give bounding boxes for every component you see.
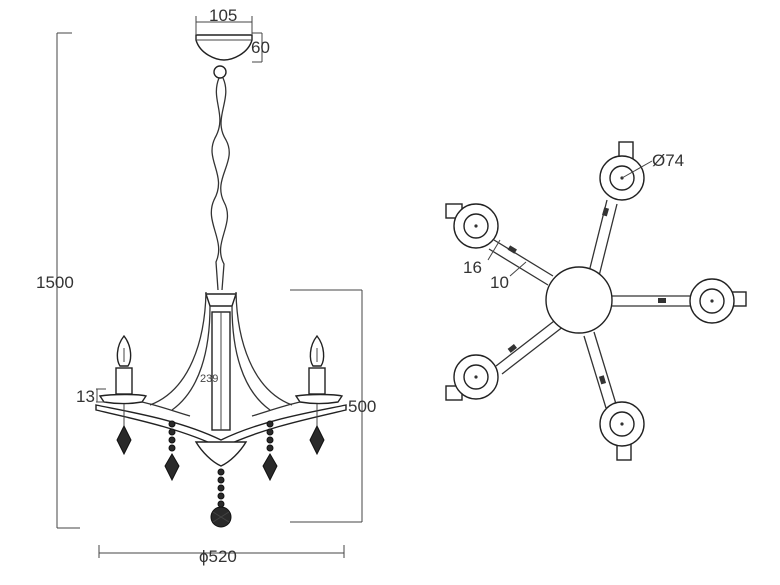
crystal-drops xyxy=(116,404,325,528)
plan-cup-right xyxy=(689,278,747,324)
top-plan-view: Ø74 16 10 xyxy=(445,141,747,461)
candle-left xyxy=(115,334,133,395)
plan-arm-bottom-left xyxy=(495,317,565,375)
canopy-height-dimension: 60 xyxy=(251,32,270,63)
cup-height-label: 13 xyxy=(76,387,95,406)
canopy-width-label: 105 xyxy=(209,6,237,25)
arm-thickness-label: 10 xyxy=(490,273,509,292)
side-elevation-view: 105 60 1500 xyxy=(36,6,376,566)
plan-arm-top xyxy=(587,199,618,281)
cup-height-dimension: 13 xyxy=(76,387,106,406)
body-height-label: 500 xyxy=(348,397,376,416)
plan-arm-top-left xyxy=(488,239,554,286)
candle-right xyxy=(308,334,326,395)
plan-arm-right xyxy=(612,295,690,307)
diameter-dimension: ϕ520 xyxy=(98,545,345,566)
diameter-label: ϕ520 xyxy=(199,547,237,566)
plan-cup-top-left xyxy=(445,203,499,249)
arm-section-annotation: 16 10 xyxy=(463,239,527,292)
canopy-width-dimension: 105 xyxy=(195,6,253,34)
total-height-dimension: 1500 xyxy=(36,32,80,529)
canopy-height-label: 60 xyxy=(251,38,270,57)
arm-width-label: 16 xyxy=(463,258,482,277)
center-rod-label: 239 xyxy=(200,373,218,385)
ceiling-canopy xyxy=(195,34,253,79)
total-height-label: 1500 xyxy=(36,273,74,292)
cup-diameter-annotation: Ø74 xyxy=(621,151,684,179)
plan-arm-bottom-right xyxy=(583,331,617,409)
plan-cup-bottom-right xyxy=(599,401,645,461)
body-height-dimension: 500 xyxy=(290,289,376,523)
plan-center-hub xyxy=(545,266,613,334)
plan-cup-bottom-left xyxy=(445,354,499,401)
plan-cup-top xyxy=(599,141,645,201)
suspension-chain xyxy=(210,77,230,291)
cup-diameter-label: Ø74 xyxy=(652,151,684,170)
